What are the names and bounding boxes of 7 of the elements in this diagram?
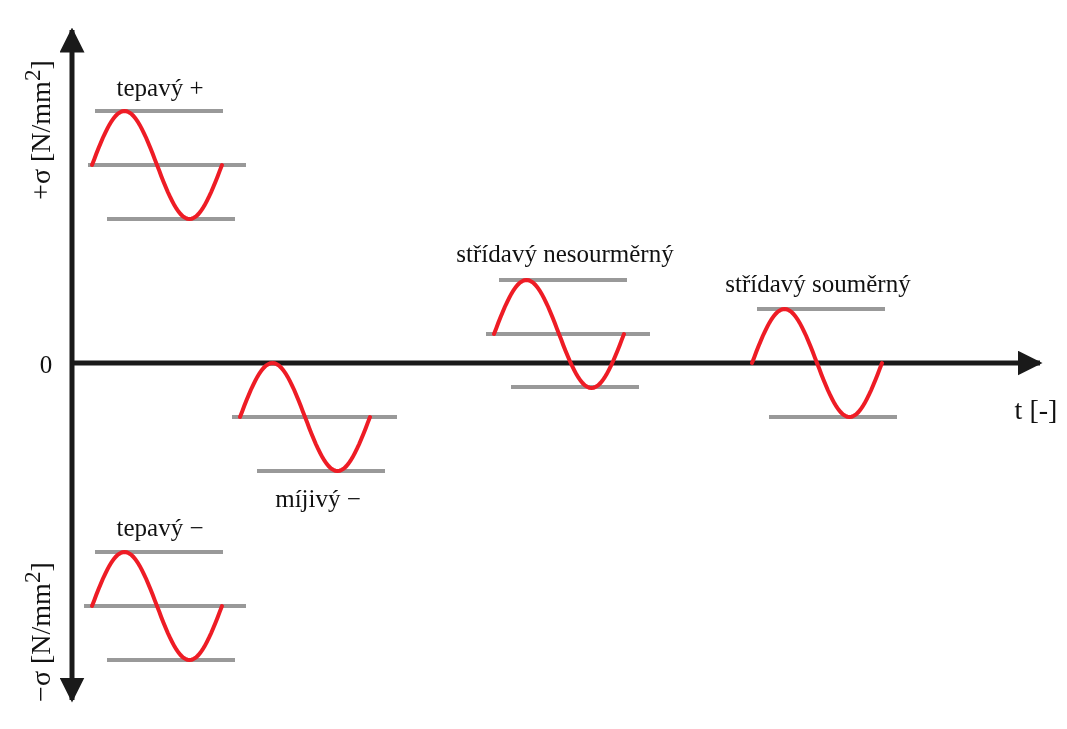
axis-tick-label: 0: [39, 351, 53, 377]
cycle-label: míjivý −: [275, 485, 361, 511]
cycle-label: střídavý nesourměrný: [456, 240, 674, 266]
axis-label: t [-]: [1014, 396, 1058, 424]
cycle-label: tepavý −: [116, 514, 204, 540]
cycle-label: střídavý souměrný: [725, 270, 911, 296]
cycle-label: tepavý +: [116, 74, 204, 100]
